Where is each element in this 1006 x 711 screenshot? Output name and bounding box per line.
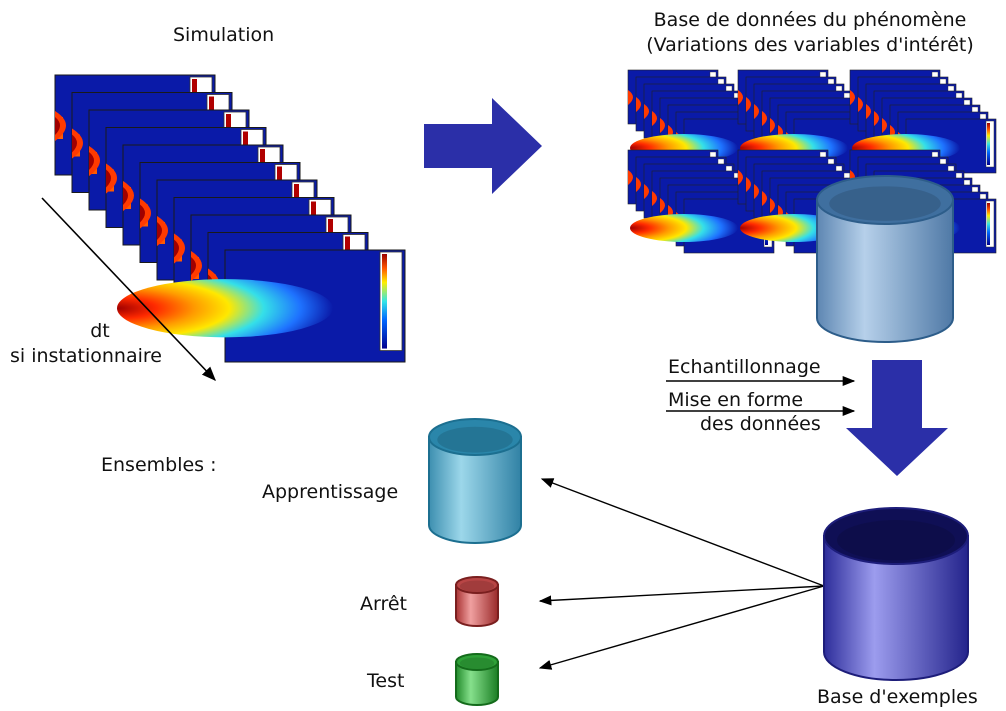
simulation-frames-stack <box>54 74 406 363</box>
mise-en-forme-line1: Mise en forme <box>668 389 804 411</box>
dt-arrow <box>41 197 216 382</box>
test-cylinder <box>455 653 499 706</box>
arret-cylinder <box>455 576 499 627</box>
base-exemples-cylinder <box>823 507 969 681</box>
simulation-frame <box>117 249 406 363</box>
hot-spot <box>89 146 100 176</box>
arret-label: Arrêt <box>360 593 408 615</box>
hot-spot <box>55 111 66 141</box>
mise-en-forme-line2: des données <box>700 413 821 435</box>
plume-field <box>117 279 333 338</box>
arrow-to-apprentissage <box>540 478 825 587</box>
apprentissage-label: Apprentissage <box>262 481 399 503</box>
hot-spot <box>140 198 151 229</box>
ensembles-label: Ensembles : <box>101 454 217 476</box>
simulation-title: Simulation <box>173 24 275 46</box>
hot-spot <box>106 163 117 194</box>
database-title-line1: Base de données du phénomène <box>653 9 967 31</box>
big-down-arrow <box>846 360 948 476</box>
hot-spot <box>157 216 168 246</box>
apprentissage-cylinder <box>428 418 522 544</box>
hot-spot <box>123 181 134 211</box>
test-label: Test <box>367 670 405 692</box>
echantillonnage-label: Echantillonnage <box>668 356 821 378</box>
hot-spot <box>174 233 185 264</box>
instationnaire-label: si instationnaire <box>10 345 162 367</box>
mini-stack <box>627 149 775 254</box>
arrow-to-arret <box>538 585 825 606</box>
database-title-line2: (Variations des variables d'intérêt) <box>646 34 974 56</box>
arrow-to-test <box>538 585 825 670</box>
hot-spot <box>72 128 83 159</box>
dt-label: dt <box>90 320 110 342</box>
base-exemples-label: Base d'exemples <box>817 686 978 708</box>
hot-spot <box>191 251 202 281</box>
database-cylinder <box>816 175 954 343</box>
big-right-arrow <box>424 98 542 194</box>
